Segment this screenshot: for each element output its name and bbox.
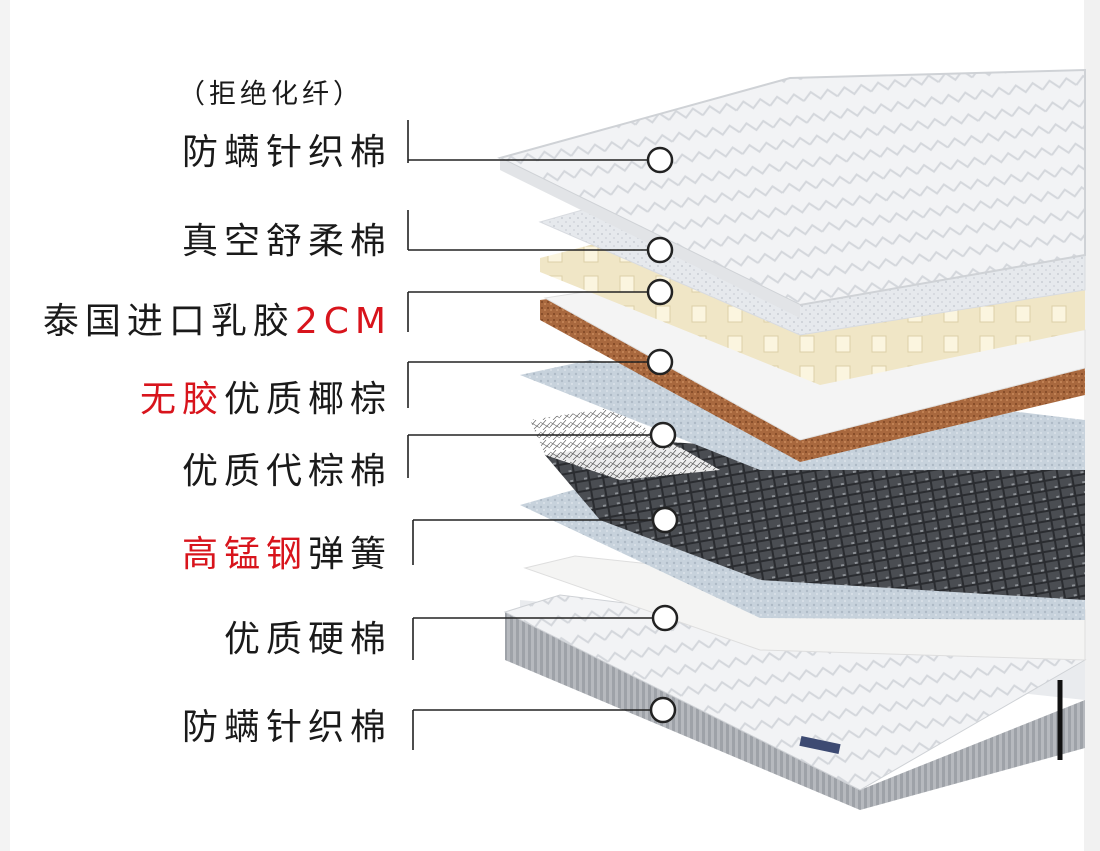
spring-mesh-layer (545, 440, 1085, 600)
layer-marker-hard (651, 604, 679, 632)
layer-marker-coir (646, 348, 674, 376)
no-chemical-fiber-note: （拒绝化纤） (178, 79, 364, 110)
layer-label-part: 无胶 (139, 379, 224, 420)
layer-label-vacuum: 真空舒柔棉 (182, 222, 392, 262)
layer-label-part: 防螨针织棉 (181, 132, 392, 173)
layer-label-latex: 泰国进口乳胶2CM (43, 302, 392, 342)
right-frame-edge (1084, 0, 1100, 851)
layer-label-part: 2CM (294, 301, 392, 342)
palm-fiber-layer (530, 408, 720, 480)
layer-marker-spring (651, 506, 679, 534)
layer-marker-latex (646, 278, 674, 306)
leader-line-palm (407, 434, 651, 478)
layer-label-part: 优质硬棉 (223, 619, 392, 660)
leader-line-hard (412, 617, 653, 660)
layer-marker-palm (649, 421, 677, 449)
layer-label-knit-bottom: 防螨针织棉 (182, 708, 392, 748)
leader-line-vacuum (407, 210, 648, 251)
leader-line-coir (407, 361, 648, 408)
layer-label-part: 泰国进口乳胶 (42, 301, 295, 342)
top-knit-edge (500, 158, 800, 318)
layer-label-part: 优质椰棕 (223, 379, 392, 420)
leader-line-knit-top (407, 120, 648, 163)
layer-label-part: 高锰钢 (181, 534, 308, 575)
layer-label-palm: 优质代棕棉 (182, 452, 392, 492)
leader-line-latex (407, 291, 648, 332)
leader-line-knit-bottom (412, 709, 651, 750)
left-frame-edge (0, 0, 10, 851)
layer-label-spring: 高锰钢弹簧 (182, 535, 392, 575)
layer-label-part: 弹簧 (307, 534, 392, 575)
brand-tag (799, 735, 841, 755)
leader-line-spring (412, 519, 653, 565)
layer-label-coir: 无胶优质椰棕 (140, 380, 392, 420)
layer-marker-vacuum (646, 236, 674, 264)
layer-label-part: 真空舒柔棉 (181, 221, 392, 262)
layer-label-knit-top: 防螨针织棉 (182, 133, 392, 173)
layer-label-hard: 优质硬棉 (224, 620, 392, 660)
layer-label-part: 优质代棕棉 (181, 451, 392, 492)
layer-marker-knit-top (646, 146, 674, 174)
layer-label-part: 防螨针织棉 (181, 707, 392, 748)
layer-marker-knit-bottom (649, 696, 677, 724)
base-ribbed-border (505, 612, 1085, 810)
